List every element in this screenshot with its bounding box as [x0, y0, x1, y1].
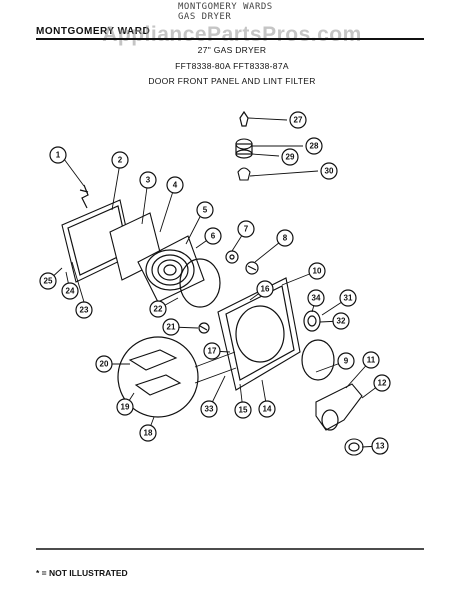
callout-23: 23	[75, 301, 93, 319]
svg-text:22: 22	[154, 305, 163, 314]
callout-14: 14	[258, 400, 276, 418]
callout-24: 24	[61, 282, 79, 300]
svg-text:14: 14	[263, 405, 272, 414]
svg-text:9: 9	[344, 357, 349, 366]
type-small-text: GAS DRYER	[178, 12, 232, 22]
part-6-plate	[137, 235, 205, 303]
callout-16: 16	[256, 280, 274, 298]
callout-5: 5	[196, 201, 214, 219]
svg-text:30: 30	[325, 167, 334, 176]
brand-small-text: MONTGOMERY WARDS	[178, 2, 273, 12]
callout-6: 6	[204, 227, 222, 245]
part-9-ring	[301, 339, 335, 381]
svg-text:6: 6	[211, 232, 216, 241]
header-rule	[36, 38, 424, 40]
model-title: 27" GAS DRYER	[197, 45, 267, 55]
svg-text:29: 29	[286, 153, 295, 162]
svg-text:7: 7	[244, 225, 249, 234]
svg-text:10: 10	[313, 267, 322, 276]
callout-17: 17	[203, 342, 221, 360]
svg-text:2: 2	[118, 156, 123, 165]
svg-text:25: 25	[44, 277, 53, 286]
part-7-latch	[225, 250, 239, 264]
callout-28: 28	[305, 137, 323, 155]
svg-text:17: 17	[208, 347, 217, 356]
svg-text:12: 12	[378, 379, 387, 388]
watermark-text: AppliancePartsPros.com	[102, 23, 362, 46]
callout-12: 12	[373, 374, 391, 392]
part-34-window	[303, 310, 321, 332]
callout-8: 8	[276, 229, 294, 247]
not-illustrated-note: * = NOT ILLUSTRATED	[36, 568, 128, 578]
callout-4: 4	[166, 176, 184, 194]
svg-text:20: 20	[100, 360, 109, 369]
svg-text:15: 15	[239, 406, 248, 415]
callout-3: 3	[139, 171, 157, 189]
svg-text:32: 32	[337, 317, 346, 326]
callout-7: 7	[237, 220, 255, 238]
part-11-handle	[315, 383, 363, 431]
svg-text:18: 18	[144, 429, 153, 438]
detail-magnifier-18	[117, 336, 237, 418]
callout-11: 11	[362, 351, 380, 369]
svg-text:13: 13	[376, 442, 385, 451]
callout-32: 32	[332, 312, 350, 330]
svg-text:11: 11	[367, 356, 376, 365]
svg-text:5: 5	[203, 206, 208, 215]
callout-29: 29	[281, 148, 299, 166]
svg-text:3: 3	[146, 176, 151, 185]
svg-text:31: 31	[344, 294, 353, 303]
svg-text:19: 19	[121, 403, 130, 412]
callout-30: 30	[320, 162, 338, 180]
callout-34: 34	[307, 289, 325, 307]
callout-20: 20	[95, 355, 113, 373]
svg-text:8: 8	[283, 234, 288, 243]
part-13-bushing	[344, 438, 364, 456]
svg-text:24: 24	[66, 287, 75, 296]
callout-9: 9	[337, 352, 355, 370]
svg-text:27: 27	[294, 116, 303, 125]
brand-header: MONTGOMERY WARD	[36, 26, 151, 37]
svg-text:16: 16	[261, 285, 270, 294]
svg-text:23: 23	[80, 306, 89, 315]
model-numbers: FFT8338-80A FFT8338-87A	[175, 61, 289, 71]
svg-text:1: 1	[56, 151, 61, 160]
callout-2: 2	[111, 151, 129, 169]
callout-21: 21	[162, 318, 180, 336]
callout-19: 19	[116, 398, 134, 416]
callout-31: 31	[339, 289, 357, 307]
callout-10: 10	[308, 262, 326, 280]
part-27-30-valve	[235, 110, 253, 181]
part-22-gasket	[179, 258, 221, 308]
svg-text:4: 4	[173, 181, 178, 190]
svg-text:33: 33	[205, 405, 214, 414]
callout-18: 18	[139, 424, 157, 442]
callout-33: 33	[200, 400, 218, 418]
part-1-clip	[79, 184, 89, 209]
callout-27: 27	[289, 111, 307, 129]
svg-text:28: 28	[310, 142, 319, 151]
part-21-hinge	[198, 322, 210, 334]
callout-22: 22	[149, 300, 167, 318]
callout-25: 25	[39, 272, 57, 290]
part-8-catch	[245, 261, 259, 275]
section-title: DOOR FRONT PANEL AND LINT FILTER	[148, 76, 316, 86]
callout-15: 15	[234, 401, 252, 419]
callout-13: 13	[371, 437, 389, 455]
svg-text:34: 34	[312, 294, 321, 303]
callout-1: 1	[49, 146, 67, 164]
svg-text:21: 21	[167, 323, 176, 332]
